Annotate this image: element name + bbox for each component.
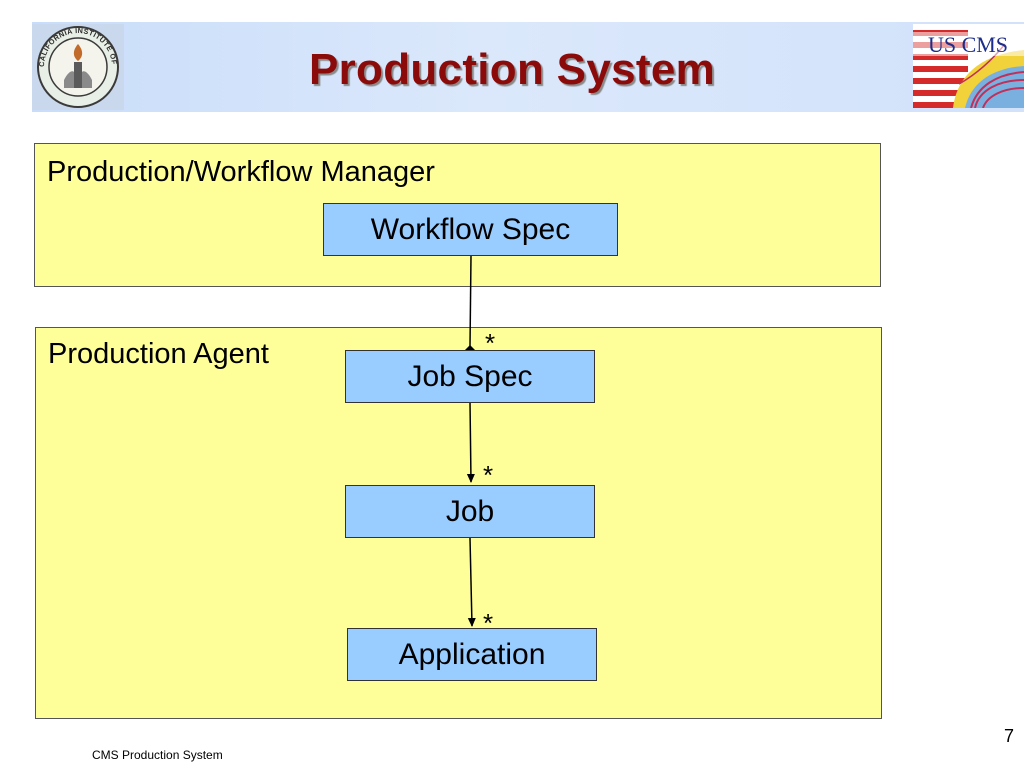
production-agent-label: Production Agent xyxy=(48,338,269,370)
connector-job-to-application xyxy=(467,537,476,627)
uscms-logo: US CMS xyxy=(913,24,1024,109)
job-node: Job xyxy=(345,485,595,538)
multiplicity-star-1: * xyxy=(485,328,496,358)
uscms-flag-icon: US CMS xyxy=(913,24,1024,109)
multiplicity-star-3: * xyxy=(483,608,494,638)
page-title: Production System xyxy=(308,45,716,94)
caltech-seal-logo: CALIFORNIA INSTITUTE OF TECHNOLOGY 1891 xyxy=(29,17,124,110)
workflow-manager-label: Production/Workflow Manager xyxy=(47,156,435,188)
job-spec-node: Job Spec xyxy=(345,350,595,403)
workflow-spec-node: Workflow Spec xyxy=(323,203,618,256)
connector-workflow-to-jobspec xyxy=(469,255,472,347)
multiplicity-star-2: * xyxy=(483,460,494,490)
connector-jobspec-to-job xyxy=(466,401,475,483)
page-number: 7 xyxy=(1003,726,1014,746)
application-node: Application xyxy=(347,628,597,681)
footer-text: CMS Production System xyxy=(92,748,223,762)
header-band xyxy=(32,22,1024,112)
uscms-logo-text: US CMS xyxy=(928,32,1008,57)
caltech-seal-icon: CALIFORNIA INSTITUTE OF TECHNOLOGY 1891 xyxy=(29,17,119,108)
